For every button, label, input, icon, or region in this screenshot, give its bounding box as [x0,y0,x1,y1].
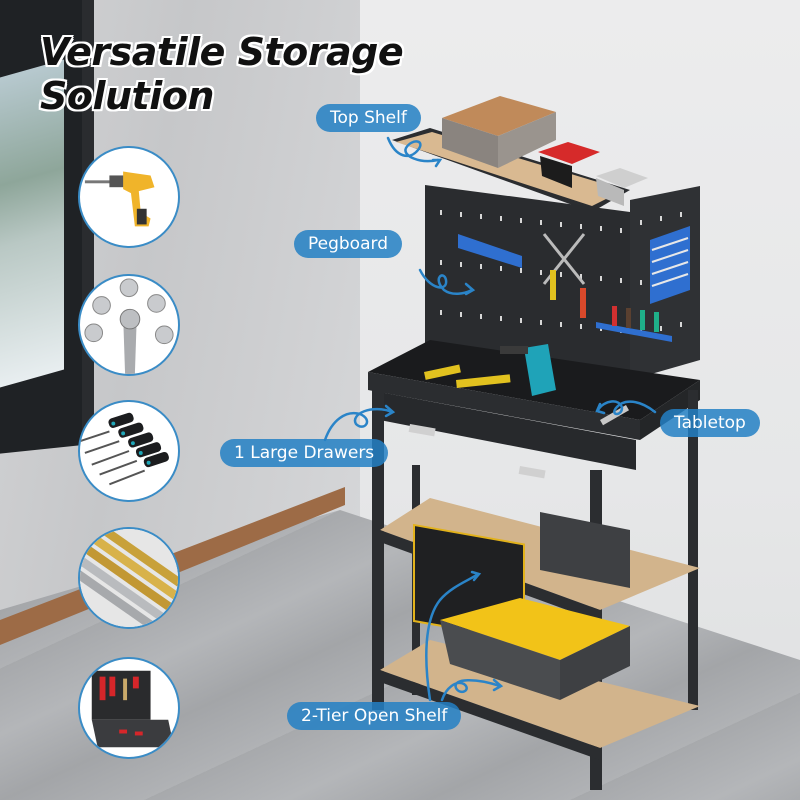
headline: Versatile Storage Solution [40,30,404,118]
thumbnail-drill-bits [78,527,180,629]
callout-drawer: 1 Large Drawers [220,439,389,467]
headline-line-2: Solution [40,74,214,118]
callout-tabletop: Tabletop [660,409,760,437]
callout-top-shelf: Top Shelf [316,104,421,132]
tool-case-icon [91,670,175,748]
wrench-set-icon [84,278,174,374]
electric-drill-icon [84,171,155,227]
pegboard-holes [440,210,682,335]
drill-bits-icon [80,529,178,627]
leg-front-left [372,380,384,710]
leg-back-right [688,390,698,710]
pegboard-panel [425,185,630,380]
screwdriver-set-icon [80,412,169,486]
workbench-illustration [368,96,700,790]
thumbnail-screwdrivers [78,400,180,502]
thumbnail-drill [78,146,180,248]
callout-pegboard: Pegboard [294,230,402,258]
headline-line-1: Versatile Storage [40,30,404,74]
thumbnail-tool-case [78,657,180,759]
thumbnail-wrenches [78,274,180,376]
callout-open-shelf: 2-Tier Open Shelf [287,702,462,730]
drawer-front [380,392,636,470]
